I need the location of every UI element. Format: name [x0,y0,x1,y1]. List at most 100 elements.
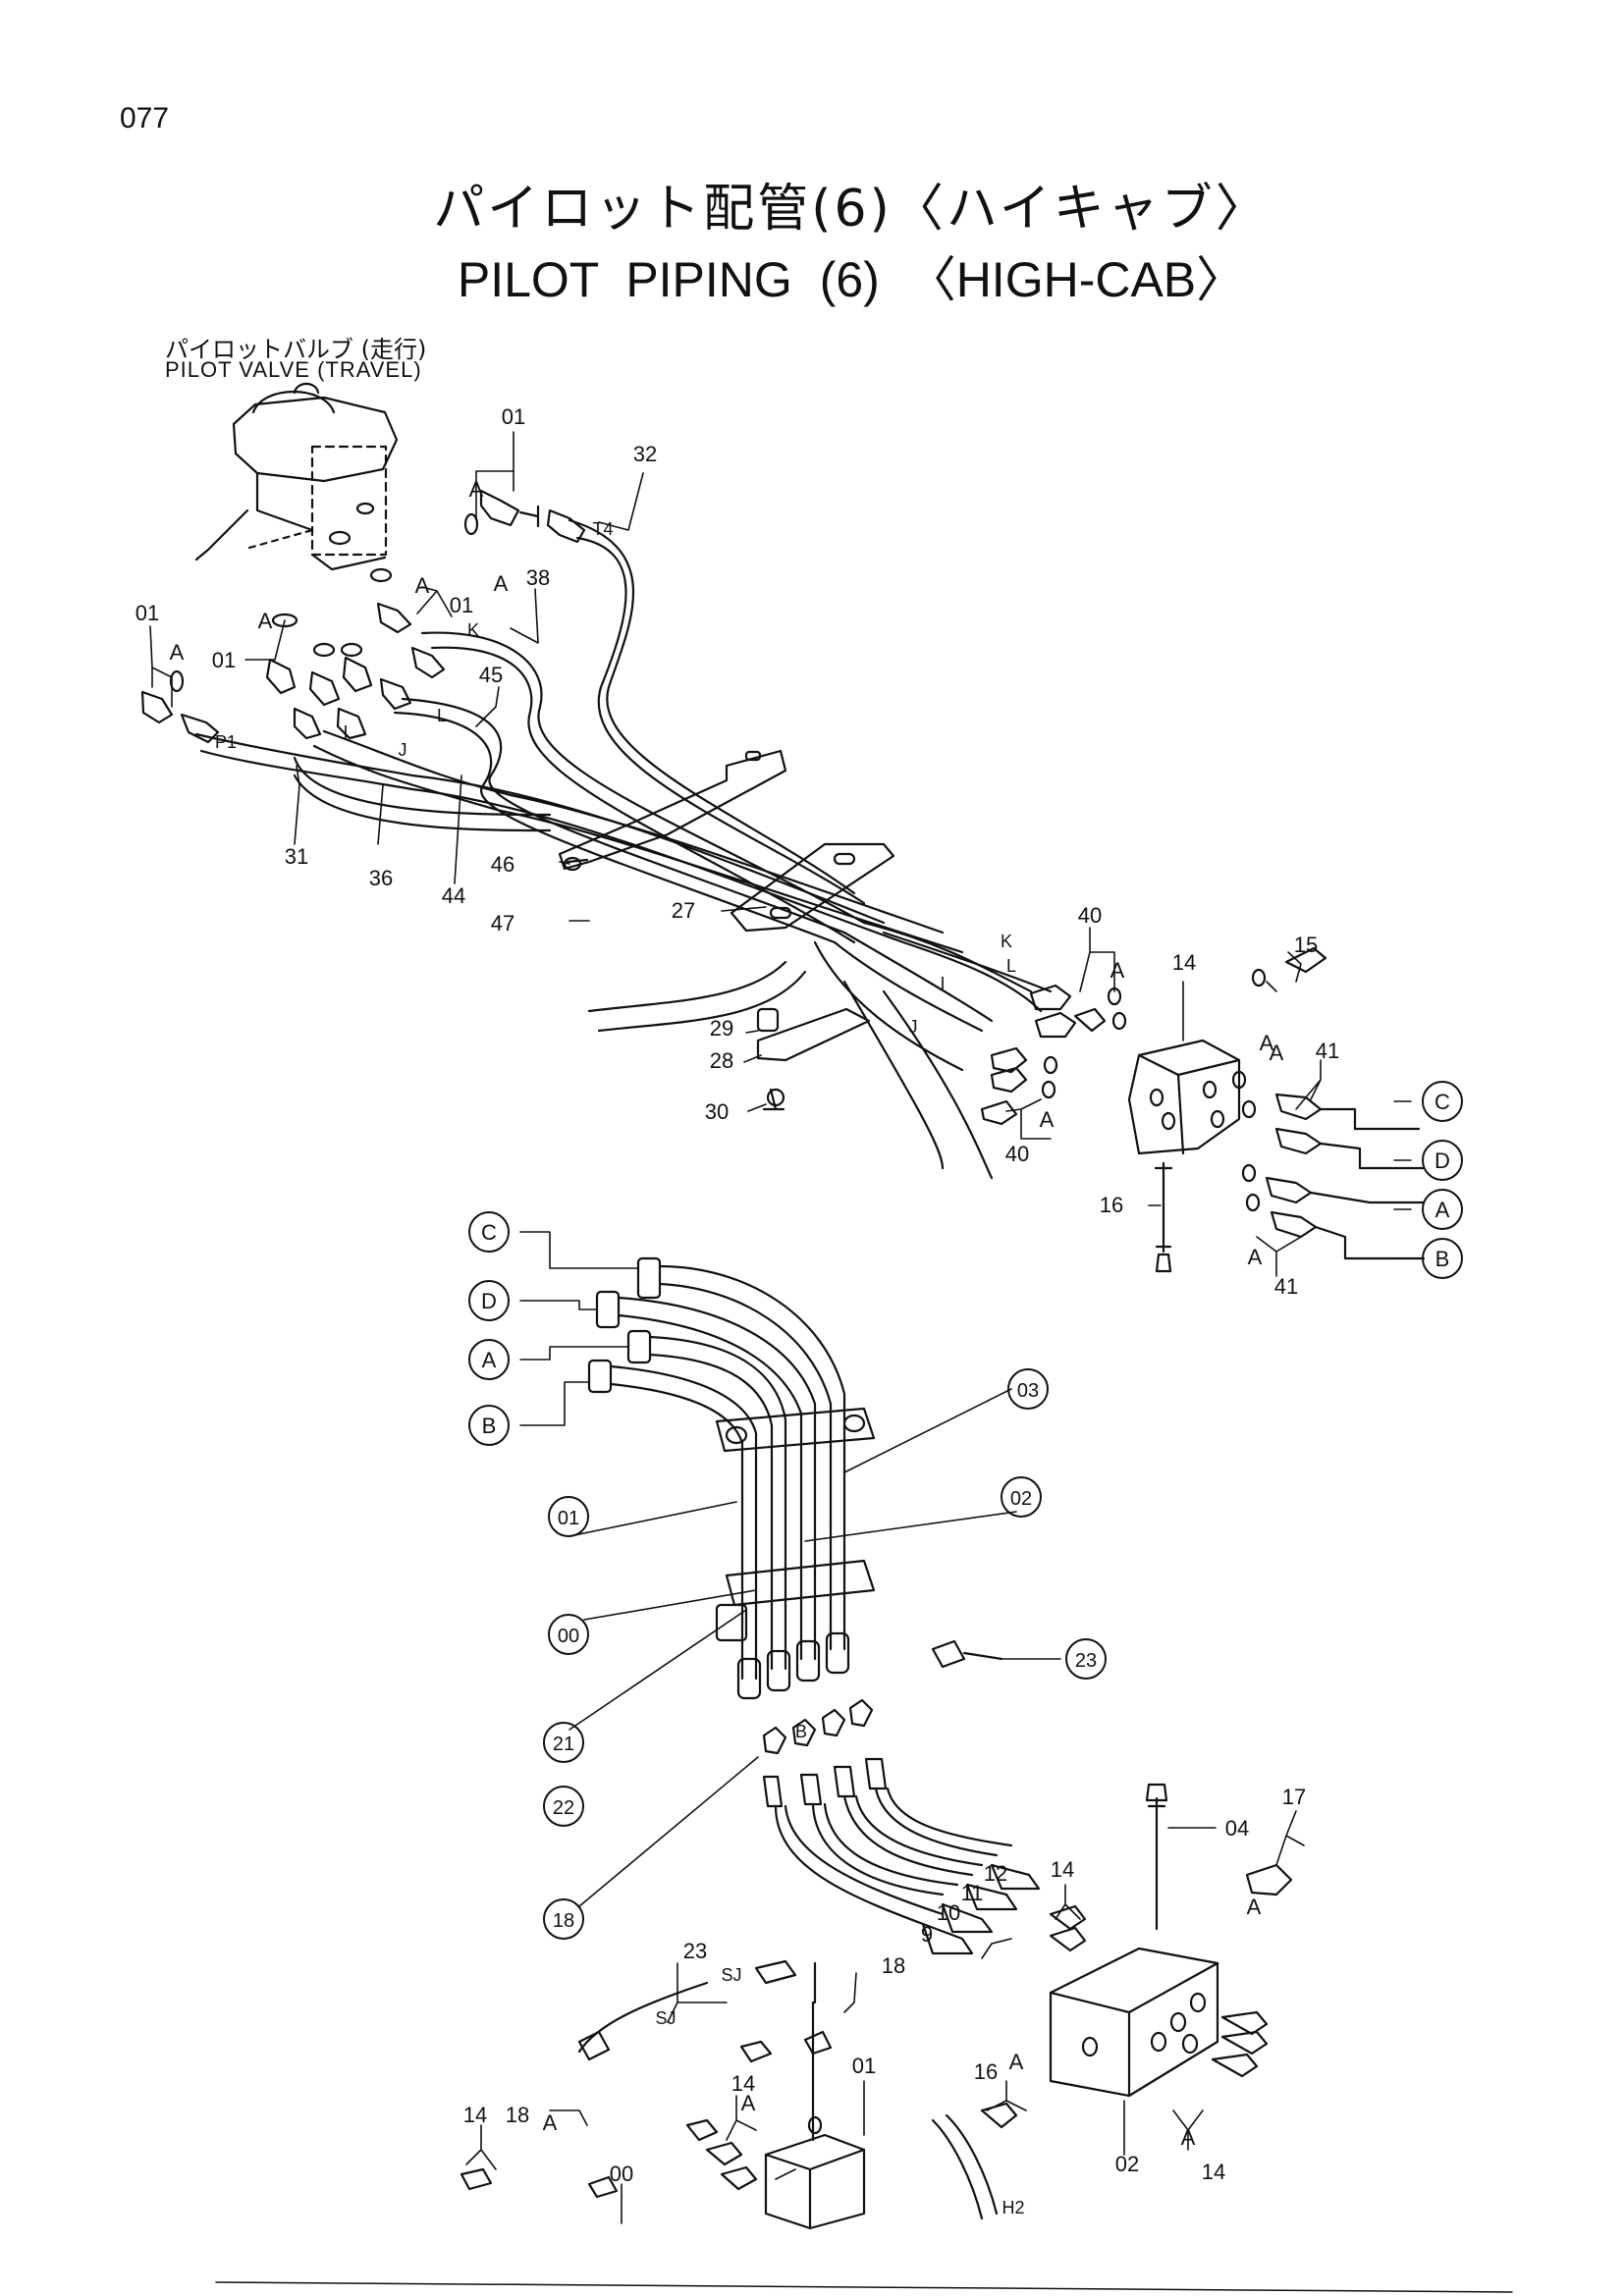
callout-circles [468,1081,1463,1940]
hose-tag: I [940,974,945,993]
port-letter-a: A [1248,1245,1263,1269]
port-letter-a: A [1260,1031,1274,1055]
part-number-n11: 11 [961,1881,984,1905]
hose-tag: H2 [1001,2198,1024,2217]
circled-part-03: 03 [1017,1380,1039,1402]
port-letter-a: A [1009,2050,1024,2074]
hose-tag: P1 [215,732,237,752]
part-number-29: 29 [710,1016,733,1041]
connector-callout-a: A [1435,1198,1450,1222]
part-number-16b: 16 [974,2059,998,2084]
connector-callout-c: C [481,1220,497,1245]
hose-tag: K [1001,932,1012,951]
pilot-valve-label-japanese: パイロットバルブ (走行) [165,336,427,363]
part-number-18a: 18 [882,1953,905,1978]
part-number-41b: 41 [1274,1274,1298,1299]
pilot-valve-label-english: PILOT VALVE (TRAVEL) [165,357,422,382]
valve-block-02 [931,1783,1293,2220]
part-number-00: 00 [610,2162,633,2186]
part-number-01c: 01 [135,601,159,625]
part-number-31: 31 [285,844,308,869]
hose-assembly-middle [587,1256,1003,1755]
port-letter-a: A [469,477,484,502]
port-letter-a: A [1110,958,1125,983]
part-number-44: 44 [442,883,465,908]
port-letter-a: A [1181,2125,1196,2150]
pilot-valve-fittings [140,489,586,744]
page-title-english: PILOT PIPING (6) 〈HIGH-CAB〉 [457,252,1246,307]
port-letter-a: A [494,571,509,596]
hose-tag: I [343,722,348,742]
part-number-14e: 14 [1202,2160,1225,2184]
circled-part-18: 18 [553,1910,574,1932]
clamp-bracket-upper [558,749,895,933]
part-number-45: 45 [479,663,503,687]
part-number-17: 17 [1282,1785,1306,1809]
circled-part-02: 02 [1010,1488,1032,1510]
part-number-n10: 10 [937,1900,960,1925]
connector-callout-c: C [1435,1090,1450,1114]
part-number-40a: 40 [1078,903,1102,928]
hose-tag: B [795,1722,807,1741]
hose-tag: L [1006,956,1016,976]
part-number-23: 23 [683,1939,707,1963]
hose-tag: K [467,620,479,640]
part-number-18b: 18 [506,2103,529,2127]
part-number-01e: 01 [852,2054,876,2078]
leader-lines [149,431,1412,2224]
port-letter-a: A [1247,1895,1262,1919]
connector-callout-d: D [1435,1148,1450,1173]
part-number-n9: 9 [921,1922,933,1947]
part-number-38: 38 [526,565,550,590]
part-number-30: 30 [705,1099,729,1124]
part-number-14b: 14 [1051,1857,1074,1882]
part-number-n12: 12 [984,1861,1007,1886]
part-number-01d: 01 [212,648,236,672]
part-number-47: 47 [491,911,514,935]
port-letter-a: A [415,573,430,598]
part-number-40b: 40 [1005,1142,1029,1166]
connector-callout-a: A [482,1348,497,1372]
part-number-36: 36 [369,866,393,890]
part-number-41a: 41 [1316,1039,1339,1063]
circled-part-21: 21 [553,1734,574,1755]
part-number-01b: 01 [450,593,473,617]
connector-callout-d: D [481,1289,497,1313]
pilot-valve-block-upper [980,946,1426,1273]
circled-part-01: 01 [558,1508,579,1529]
circled-part-00: 00 [558,1626,579,1647]
part-number-02: 02 [1115,2152,1139,2176]
pilot-valve-travel [194,382,399,571]
port-letter-a: A [1040,1107,1055,1132]
hose-tag: J [399,740,407,760]
hose-tag: L [437,706,447,725]
part-number-27: 27 [672,898,695,923]
part-number-15: 15 [1294,933,1318,957]
part-number-labels: 01 32 38 01 01 01 45 31 36 44 46 47 27 29 28 30 40 40 14 15… [135,404,1450,2217]
part-number-14c: 14 [731,2071,755,2096]
port-letter-a: A [1270,1041,1284,1065]
part-number-16a: 16 [1100,1193,1123,1217]
valve-block-01 [460,1959,866,2230]
circled-part-23: 23 [1075,1650,1097,1672]
circled-part-22: 22 [553,1797,574,1819]
page-number: 077 [120,102,170,134]
hose-tag: T4 [592,519,613,539]
hose-tag: J [909,1017,918,1037]
part-number-46: 46 [491,852,514,877]
part-number-28: 28 [710,1048,733,1073]
hose-tag: SJ [721,1965,741,1985]
connector-callout-b: B [1435,1247,1450,1271]
part-number-14a: 14 [1172,950,1196,975]
part-number-04: 04 [1225,1816,1249,1841]
connector-callout-b: B [482,1414,497,1438]
port-letter-a: A [543,2110,558,2135]
page-border-line [215,2281,1513,2293]
port-letter-a: A [258,609,273,633]
port-letter-a: A [741,2091,756,2115]
part-number-32: 32 [633,442,657,466]
part-number-01a: 01 [502,404,525,429]
hose-tag: SJ [655,2008,676,2028]
port-letter-a: A [170,640,185,665]
page-title-japanese: パイロット配管(6)〈ハイキャブ〉 [433,180,1270,239]
